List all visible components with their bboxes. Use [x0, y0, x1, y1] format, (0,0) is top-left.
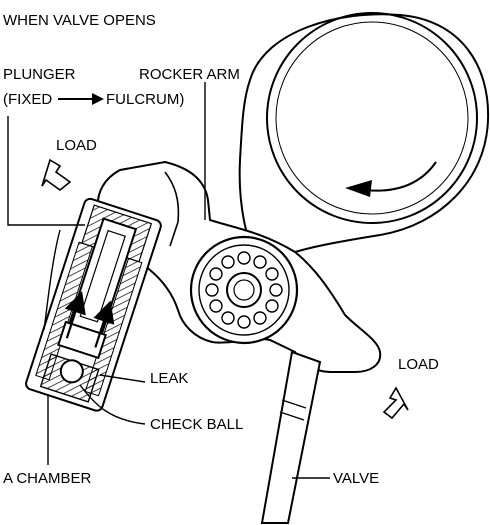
cam-lobe [238, 13, 490, 267]
check-ball-part [59, 359, 84, 384]
label-fulcrum: FULCRUM) [106, 91, 185, 108]
leader-check-ball [79, 384, 146, 425]
leader-leak [99, 374, 146, 383]
lash-adjuster [25, 197, 162, 412]
roller-pin [226, 272, 262, 308]
label-plunger: PLUNGER [3, 66, 76, 83]
diagram-title: WHEN VALVE OPENS [3, 12, 156, 29]
label-load-left: LOAD [56, 137, 97, 154]
label-valve: VALVE [333, 470, 380, 487]
label-rocker-arm: ROCKER ARM [139, 66, 240, 83]
needle-bearings [205, 251, 283, 329]
label-a-chamber: A CHAMBER [3, 470, 92, 487]
cam-base-circle [266, 12, 478, 224]
load-arrow-right-icon [382, 386, 409, 420]
label-leak: LEAK [150, 370, 189, 387]
label-check-ball: CHECK BALL [150, 416, 244, 433]
cam-rotation-arrow [364, 161, 437, 192]
valve-stem [260, 350, 322, 524]
leader-plunger [7, 116, 85, 226]
load-arrow-left-icon [41, 158, 72, 192]
label-load-right: LOAD [398, 356, 439, 373]
label-fixed: (FIXED [3, 91, 53, 108]
